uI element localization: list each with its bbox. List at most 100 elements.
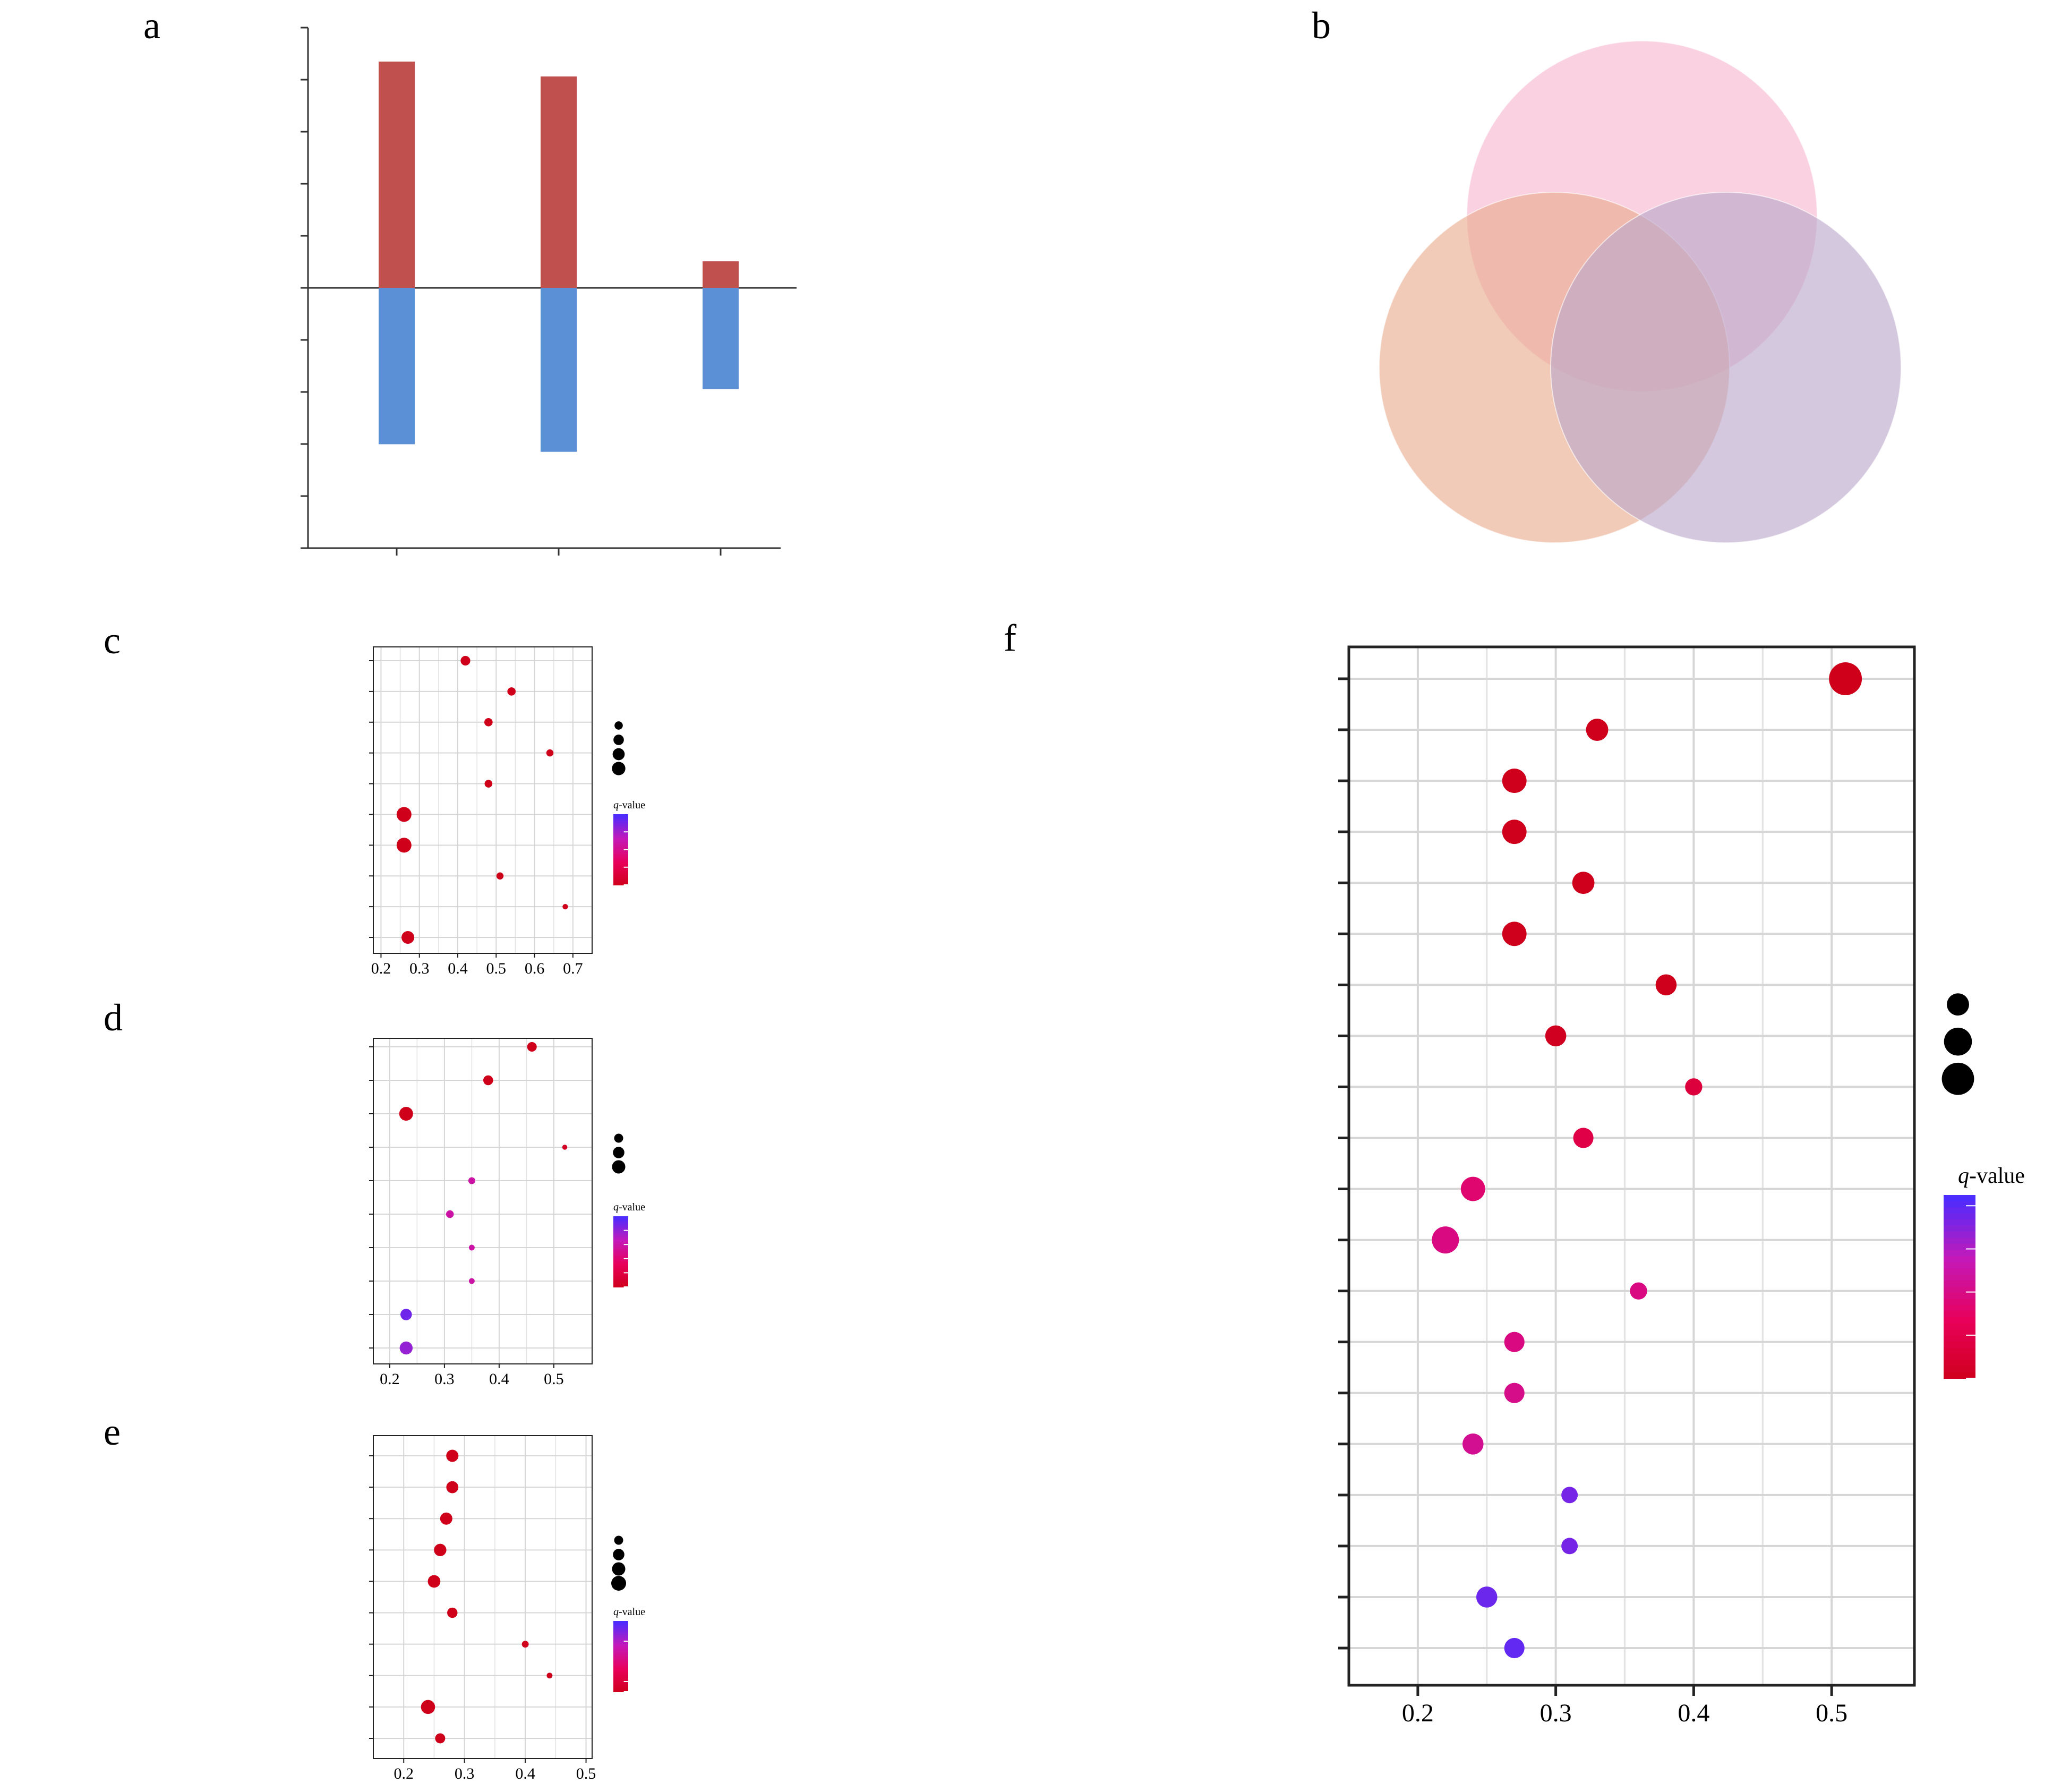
data-point (400, 1309, 412, 1320)
data-point (427, 1575, 441, 1588)
data-point (496, 872, 504, 880)
color-legend-band (613, 856, 628, 860)
size-legend-dot (611, 1576, 626, 1591)
color-legend-band (613, 1279, 628, 1283)
data-point (460, 655, 471, 666)
data-point (1502, 921, 1527, 946)
panel-letter-d: d (104, 996, 123, 1039)
color-legend-title: q-value (613, 1201, 645, 1213)
color-legend-band (613, 1666, 628, 1669)
color-legend-band (613, 1242, 628, 1245)
data-point (562, 903, 568, 910)
color-legend-title: q-value (1958, 1164, 2025, 1188)
color-legend-band (613, 1233, 628, 1236)
color-legend-band (613, 1649, 628, 1652)
panel-letter-b: b (1312, 4, 1331, 47)
data-point (546, 749, 554, 757)
data-point (468, 1244, 475, 1251)
color-legend-band (613, 1630, 628, 1634)
color-legend-band (613, 877, 628, 881)
data-point (1630, 1282, 1647, 1300)
color-legend-band (613, 1249, 628, 1252)
plot-background (373, 1038, 592, 1364)
color-legend-band (613, 821, 628, 824)
color-legend-band (613, 1623, 628, 1626)
color-legend-band (613, 1237, 628, 1241)
color-legend-band (613, 1682, 628, 1685)
color-legend-band (613, 1668, 628, 1671)
color-legend-band (613, 1235, 628, 1238)
data-point (396, 807, 412, 822)
x-tick-label: 0.6 (525, 960, 545, 977)
data-point (1504, 1637, 1525, 1659)
color-legend-band (1944, 1195, 1975, 1202)
color-legend-band (613, 1661, 628, 1664)
color-legend-band (613, 1621, 628, 1624)
data-point (507, 687, 516, 696)
size-legend-dot (614, 1133, 623, 1143)
color-legend-band (1944, 1213, 1975, 1220)
data-point (399, 1107, 413, 1121)
color-legend-band (613, 814, 628, 817)
x-tick-label: 0.3 (409, 960, 430, 977)
data-point (421, 1700, 435, 1714)
color-legend-band (613, 1642, 628, 1645)
data-point (527, 1042, 537, 1052)
x-tick-label: 0.3 (455, 1765, 475, 1782)
color-legend-band (613, 1261, 628, 1264)
color-legend-band (613, 1282, 628, 1285)
data-point (484, 718, 493, 727)
x-tick-label: 0.2 (371, 960, 391, 977)
data-point (1685, 1078, 1703, 1096)
color-legend-band (1944, 1262, 1975, 1269)
plot-frame (1347, 645, 1916, 1687)
color-legend-band (613, 868, 628, 872)
color-legend-band (613, 1656, 628, 1659)
x-tick-label: 0.4 (489, 1370, 509, 1388)
color-legend-band (1944, 1201, 1975, 1208)
color-legend-band (613, 1275, 628, 1278)
data-point (1502, 769, 1527, 793)
bar-up (379, 61, 415, 288)
bar-up (703, 261, 739, 288)
color-legend-band (613, 1646, 628, 1650)
color-legend-band (613, 1273, 628, 1276)
panel-letter-c: c (104, 619, 121, 662)
color-legend-band (1944, 1274, 1975, 1281)
bar-down (541, 288, 577, 452)
plot-background (1349, 647, 1914, 1685)
color-legend-band (613, 1284, 628, 1287)
data-point (1502, 820, 1527, 844)
data-point (396, 838, 412, 853)
color-legend-band (1944, 1305, 1975, 1312)
color-legend-band (613, 844, 628, 848)
data-point (1504, 1332, 1525, 1352)
color-legend-band (1944, 1238, 1975, 1244)
color-legend-band (613, 1221, 628, 1224)
size-legend-dot (613, 1549, 625, 1560)
data-point (562, 1145, 568, 1150)
size-legend-dot (1941, 1062, 1974, 1095)
data-point (399, 1341, 413, 1355)
color-legend-band (613, 1266, 628, 1269)
data-point (1655, 974, 1677, 996)
color-legend-band (613, 1635, 628, 1639)
color-legend-band (613, 1218, 628, 1222)
size-legend-dot (612, 762, 626, 775)
x-tick-label: 0.2 (380, 1370, 400, 1388)
plot-frame (373, 1038, 593, 1364)
color-legend-band (613, 882, 628, 885)
color-legend-band (1944, 1299, 1975, 1305)
color-legend-band (1944, 1342, 1975, 1349)
color-legend-band (613, 840, 628, 843)
color-legend-band (613, 1268, 628, 1271)
data-point (484, 780, 493, 788)
color-legend-band (1944, 1207, 1975, 1214)
color-legend-band (1944, 1244, 1975, 1251)
color-legend-band (613, 1672, 628, 1676)
data-point (1476, 1586, 1498, 1608)
data-point (446, 1481, 459, 1494)
color-legend-band (613, 873, 628, 876)
color-legend-band (1944, 1354, 1975, 1361)
data-point (1432, 1226, 1459, 1254)
